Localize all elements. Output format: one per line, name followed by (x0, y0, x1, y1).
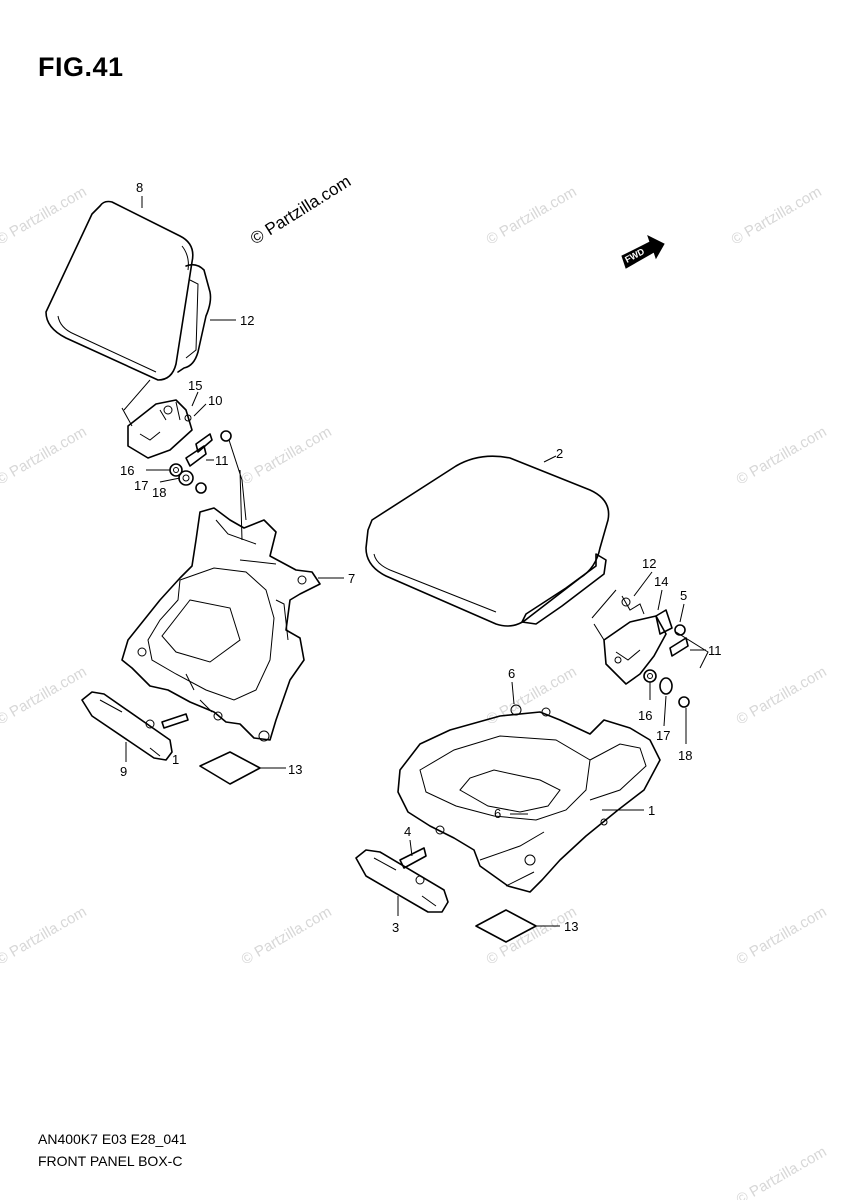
right-callout-18: 18 (678, 748, 692, 763)
left-box (121, 507, 321, 742)
left-grille (81, 691, 189, 761)
right-callout-3: 3 (392, 920, 399, 935)
watermark: © Partzilla.com (0, 903, 90, 968)
watermark-main: © Partzilla.com (247, 172, 354, 249)
left-callout-18: 18 (152, 485, 166, 500)
right-callout-1: 1 (648, 803, 655, 818)
right-lid-seal (521, 553, 607, 625)
left-assembly-line (228, 439, 247, 541)
watermark: © Partzilla.com (484, 903, 580, 968)
watermark: © Partzilla.com (484, 183, 580, 248)
left-leader (159, 477, 181, 483)
left-leader (193, 403, 207, 417)
watermark-group: © Partzilla.com © Partzilla.com © Partzi… (0, 172, 830, 1200)
watermark: © Partzilla.com (0, 423, 90, 488)
footer-code: AN400K7 E03 E28_041 (38, 1131, 187, 1147)
right-callout-5: 5 (680, 588, 687, 603)
left-callout-11: 11 (215, 453, 229, 468)
right-grille (355, 847, 449, 913)
right-callout-17: 17 (656, 728, 670, 743)
right-callout-12: 12 (642, 556, 656, 571)
right-callout-6b: 6 (494, 806, 501, 821)
left-lid-seal (177, 263, 212, 373)
left-callout-13: 13 (288, 762, 302, 777)
watermark: © Partzilla.com (239, 903, 335, 968)
left-callout-15: 15 (188, 378, 202, 393)
watermark: © Partzilla.com (0, 663, 90, 728)
fwd-arrow-icon: FWD (621, 235, 665, 269)
right-leader (657, 589, 663, 611)
right-callout-13: 13 (564, 919, 578, 934)
left-hinge (121, 379, 193, 459)
left-callout-10: 10 (208, 393, 222, 408)
right-hardware (643, 609, 709, 708)
right-callout-4: 4 (404, 824, 411, 839)
left-lid (45, 200, 194, 381)
right-leader (633, 571, 653, 597)
watermark: © Partzilla.com (729, 183, 825, 248)
left-leader (191, 391, 199, 407)
left-callout-8: 8 (136, 180, 143, 195)
left-callout-1: 1 (172, 752, 179, 767)
left-pad (199, 751, 261, 785)
right-lid (365, 455, 610, 627)
right-leader (663, 695, 667, 727)
right-callout-14: 14 (654, 574, 668, 589)
watermark: © Partzilla.com (734, 663, 830, 728)
right-leader (409, 839, 413, 857)
left-callout-7: 7 (348, 571, 355, 586)
left-callout-17: 17 (134, 478, 148, 493)
watermark: © Partzilla.com (484, 663, 580, 728)
right-callout-11: 11 (708, 643, 722, 658)
watermark: © Partzilla.com (734, 903, 830, 968)
figure-title: FIG.41 (38, 52, 124, 82)
right-callout-2: 2 (556, 446, 563, 461)
right-leader (511, 681, 515, 705)
left-callout-9: 9 (120, 764, 127, 779)
right-box (397, 704, 661, 893)
watermark: © Partzilla.com (734, 1143, 830, 1200)
right-callout-16: 16 (638, 708, 652, 723)
watermark: © Partzilla.com (239, 423, 335, 488)
left-callout-12: 12 (240, 313, 254, 328)
left-callout-16: 16 (120, 463, 134, 478)
right-leader (543, 455, 557, 463)
watermark: © Partzilla.com (734, 423, 830, 488)
watermark: © Partzilla.com (0, 183, 90, 248)
footer: AN400K7 E03 E28_041 FRONT PANEL BOX-C (38, 1128, 187, 1172)
right-leader (679, 603, 685, 623)
right-callout-6a: 6 (508, 666, 515, 681)
right-hinge (591, 589, 667, 685)
footer-name: FRONT PANEL BOX-C (38, 1153, 183, 1169)
